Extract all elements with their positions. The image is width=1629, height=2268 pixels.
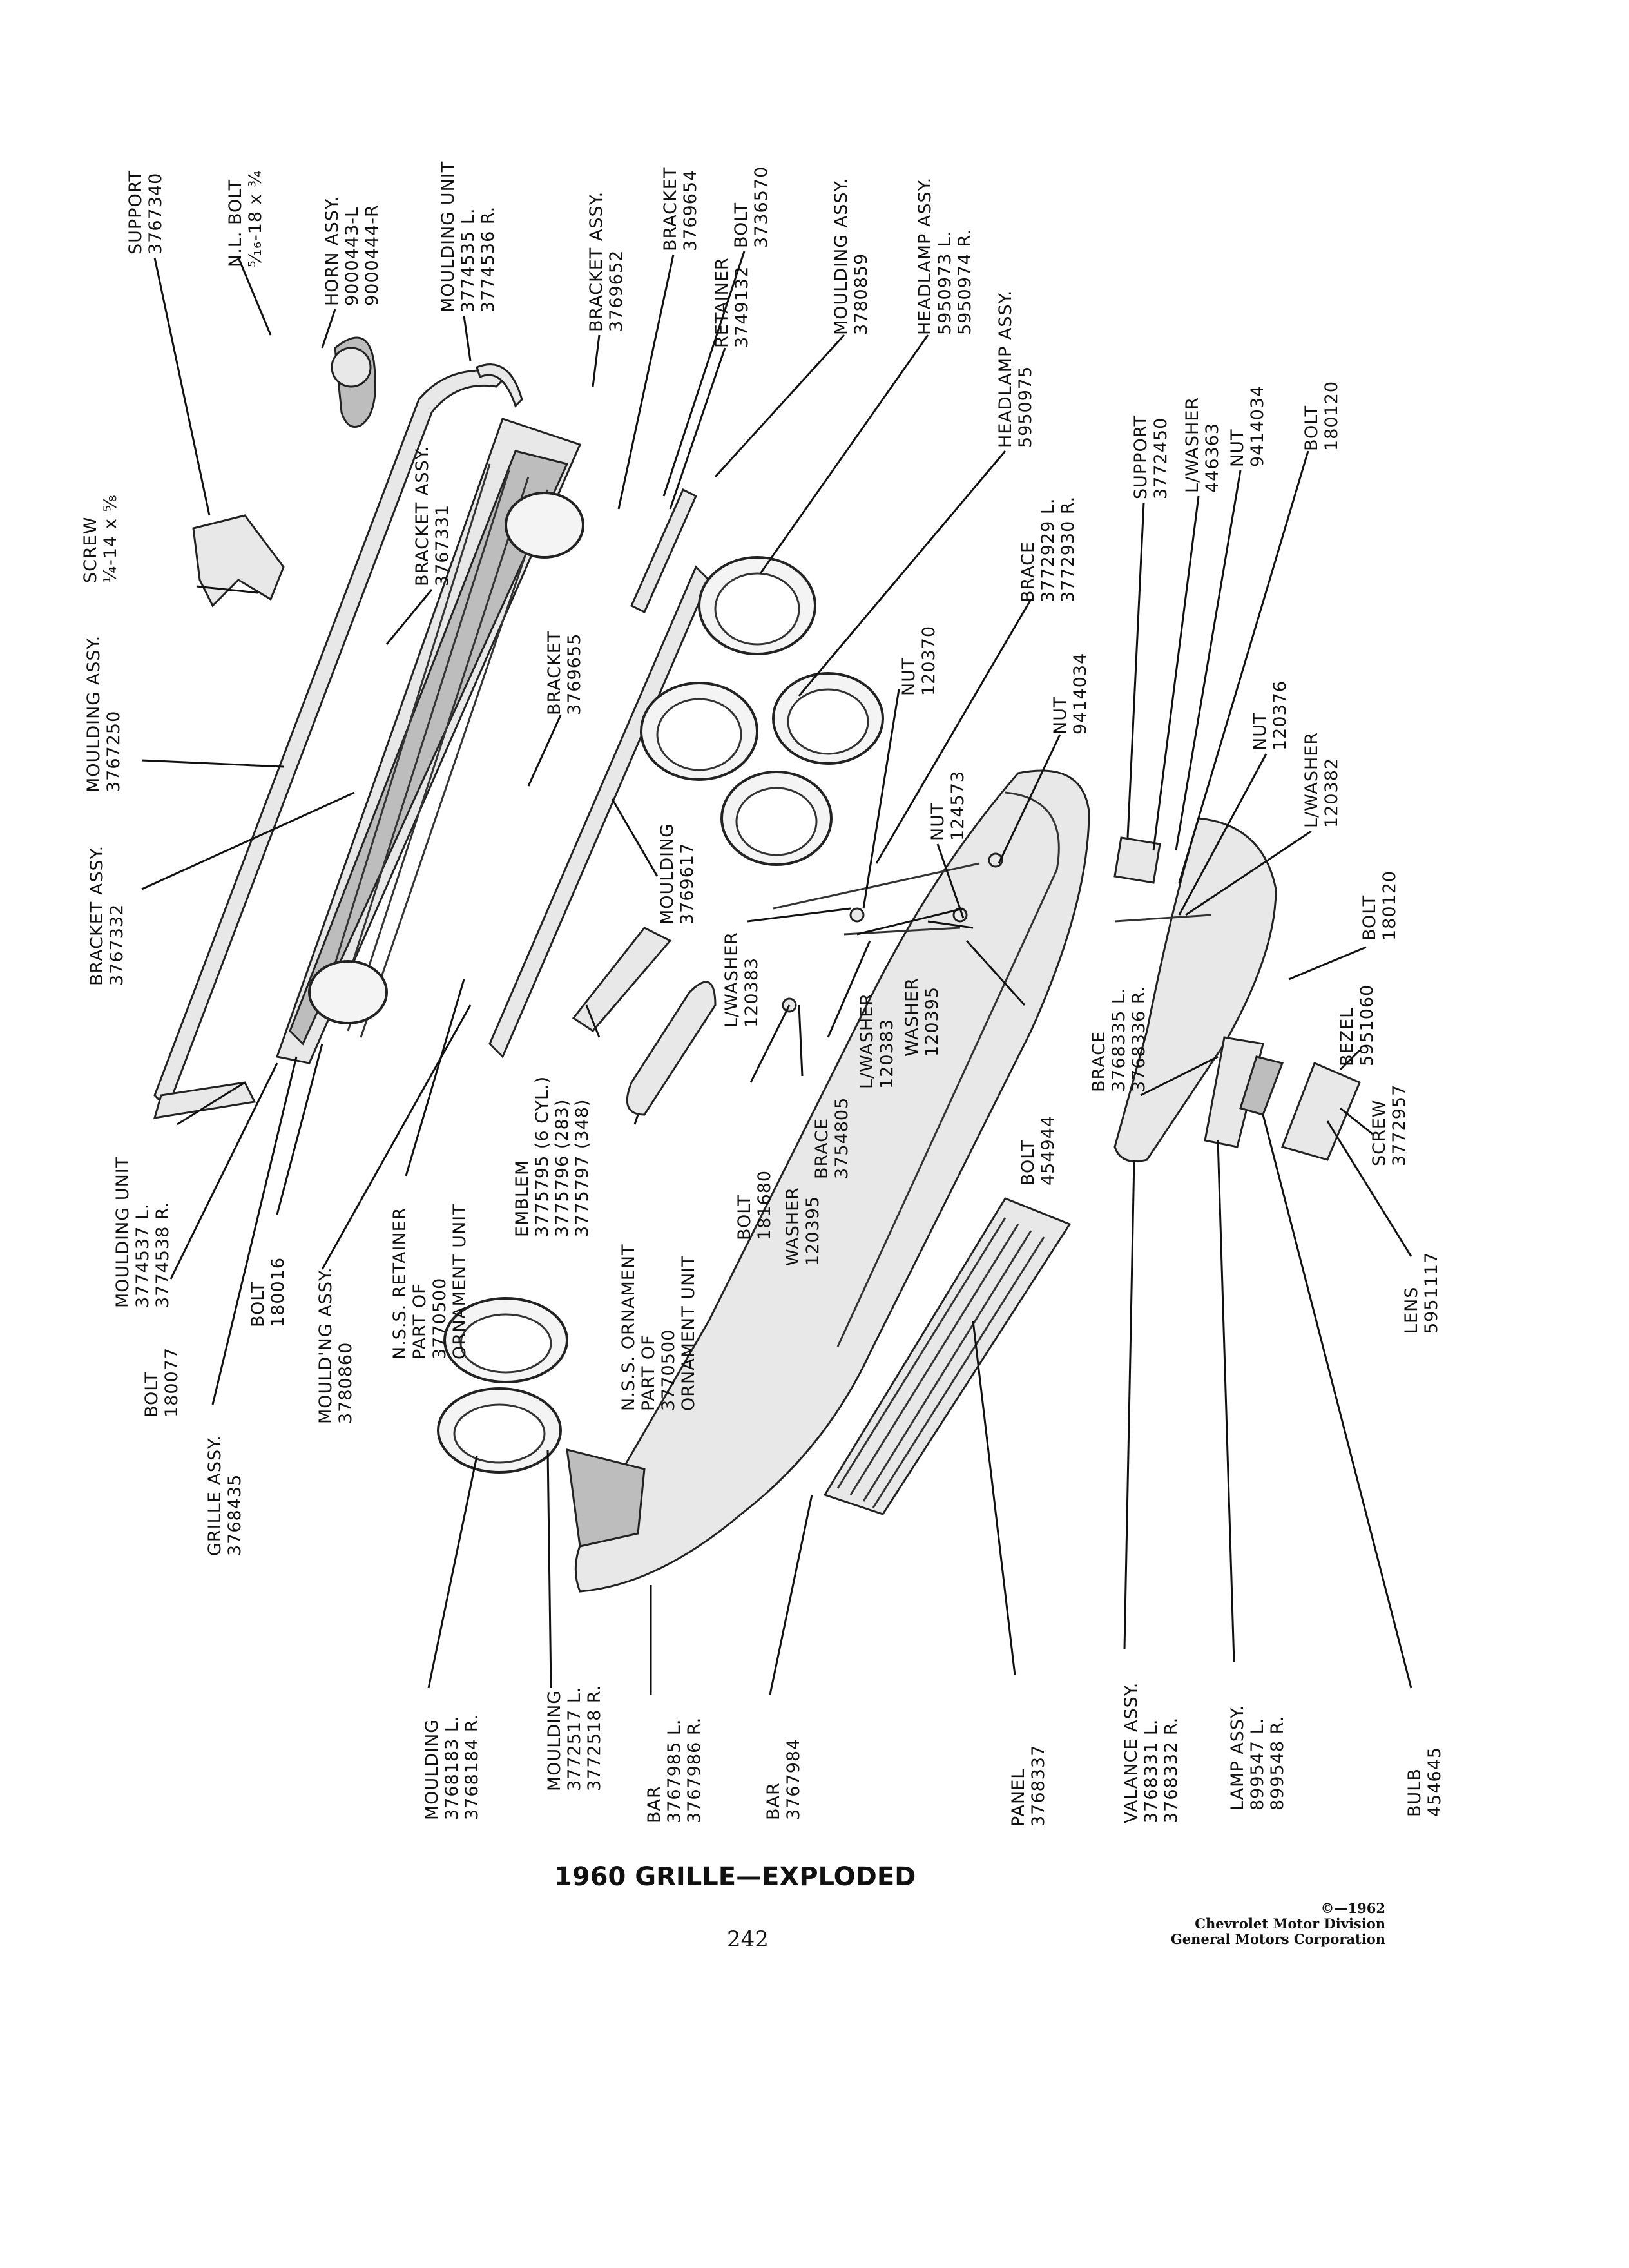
copyright-notice: ©—1962 Chevrolet Motor Division General … (1095, 1901, 1385, 1947)
label-headlamp-assy-5950975: HEADLAMP ASSY.5950975 (996, 289, 1036, 448)
grille-assembly-drawing (276, 418, 584, 1064)
label-bracket-assy-3767332: BRACKET ASSY.3767332 (87, 845, 127, 986)
copyright-corporation: General Motors Corporation (1170, 1931, 1385, 1947)
label-lamp-assy: LAMP ASSY.899547 L.899548 R. (1228, 1704, 1287, 1811)
emblem-drawing (572, 927, 717, 1116)
label-bracket-assy-3769652: BRACKET ASSY.3769652 (586, 191, 626, 332)
label-moulding-assy-3767250: MOULDING ASSY.3767250 (84, 635, 124, 793)
copyright-division: Chevrolet Motor Division (1195, 1916, 1385, 1932)
bumper-bar-drawing (566, 769, 1090, 1593)
page-number: 242 (727, 1927, 769, 1952)
headlamp-rings-drawing (437, 556, 884, 1474)
label-valance-assy: VALANCE ASSY.3768331 L.3768332 R. (1121, 1682, 1181, 1823)
label-headlamp-assy-5950973: HEADLAMP ASSY.5950973 L.5950974 R. (915, 177, 975, 335)
figure-caption: 1960 GRILLE—EXPLODED (554, 1862, 916, 1892)
label-moulding-assy-3780859: MOULDING ASSY.3780859 (831, 177, 871, 335)
label-grille-assy: GRILLE ASSY.3768435 (205, 1435, 245, 1556)
horn-drawing (331, 336, 376, 428)
panel-drawing (823, 1197, 1072, 1515)
label-moulding-assy-3780860: MOULD'NG ASSY.3780860 (316, 1267, 356, 1424)
copyright-year: ©—1962 (1320, 1900, 1385, 1916)
label-bracket-assy-3767331: BRACKET ASSY.3767331 (412, 445, 452, 586)
leader-lines (141, 251, 1412, 1695)
parking-lamp-drawing (1204, 1036, 1361, 1161)
lower-moulding-drawing (488, 488, 710, 1059)
support-drawing (192, 514, 285, 608)
